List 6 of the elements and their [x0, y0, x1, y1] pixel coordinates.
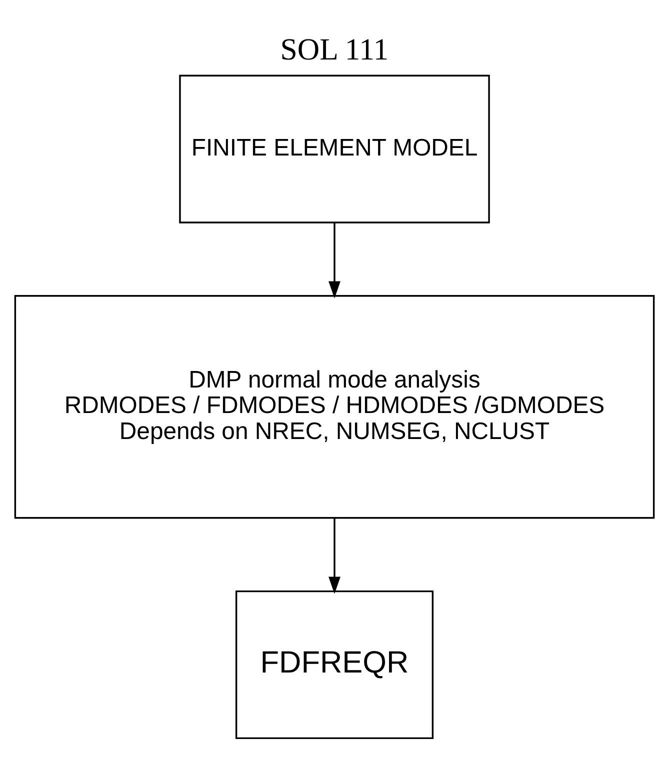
- node-box: FINITE ELEMENT MODEL: [179, 74, 490, 223]
- arrow: [328, 517, 340, 594]
- node-box: FDFREQR: [235, 590, 434, 739]
- diagram-title: SOL 111: [280, 32, 389, 66]
- arrow: [328, 222, 340, 298]
- node-box: DMP normal mode analysis RDMODES / FDMODES / HDMODES /GDMODES Depends on NREC, NUMSEG, NCLUST: [14, 294, 655, 518]
